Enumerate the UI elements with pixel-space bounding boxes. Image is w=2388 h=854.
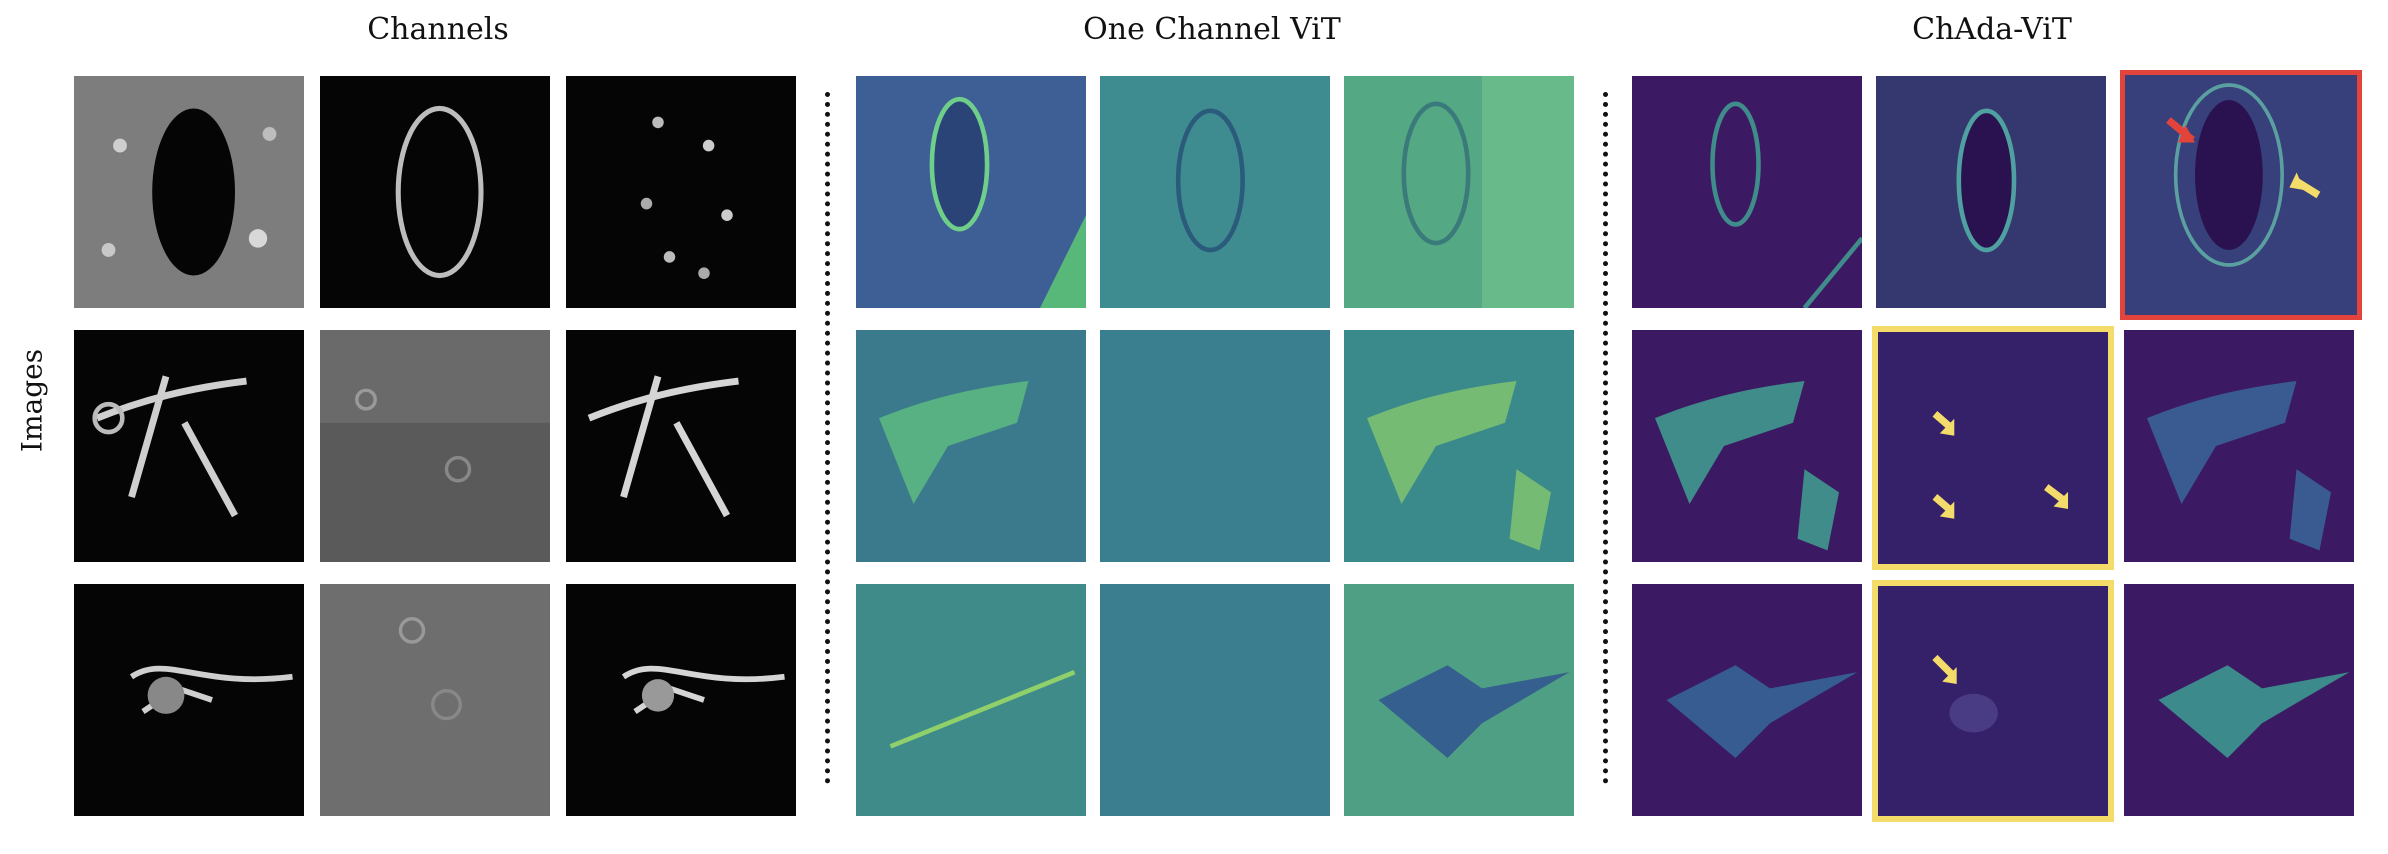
onevit-row1-ch3 (1344, 76, 1574, 308)
chada-row1-ch3-highlighted (2120, 70, 2362, 320)
chada-row1-ch1 (1632, 76, 1862, 308)
divider-right (1603, 92, 1608, 784)
chada-row2-ch2-highlighted (1872, 326, 2114, 570)
channels-row1-ch3 (566, 76, 796, 308)
images-axis-label: Images (15, 348, 49, 453)
divider-left (825, 92, 830, 784)
onevit-row2-ch1 (856, 330, 1086, 562)
onevit-row1-ch2 (1100, 76, 1330, 308)
channels-row3-ch2 (320, 584, 550, 816)
channels-row1-ch1 (74, 76, 304, 308)
onevit-row3-ch3 (1344, 584, 1574, 816)
onevit-row2-ch3 (1344, 330, 1574, 562)
chada-row2-ch3 (2124, 330, 2354, 562)
chada-row3-ch2-highlighted (1872, 580, 2114, 822)
channels-row3-ch3 (566, 584, 796, 816)
chada-row2-ch1 (1632, 330, 1862, 562)
header-channels: Channels (367, 12, 509, 47)
chada-row3-ch3 (2124, 584, 2354, 816)
header-chada-vit: ChAda-ViT (1912, 12, 2072, 47)
channels-row2-ch1 (74, 330, 304, 562)
channels-row3-ch1 (74, 584, 304, 816)
channels-row2-ch3 (566, 330, 796, 562)
chada-row3-ch1 (1632, 584, 1862, 816)
header-one-channel-vit: One Channel ViT (1083, 12, 1341, 47)
onevit-row3-ch2 (1100, 584, 1330, 816)
channels-row1-ch2 (320, 76, 550, 308)
onevit-row2-ch2 (1100, 330, 1330, 562)
chada-row1-ch2 (1876, 76, 2106, 308)
onevit-row1-ch1 (856, 76, 1086, 308)
onevit-row3-ch1 (856, 584, 1086, 816)
channels-row2-ch2 (320, 330, 550, 562)
